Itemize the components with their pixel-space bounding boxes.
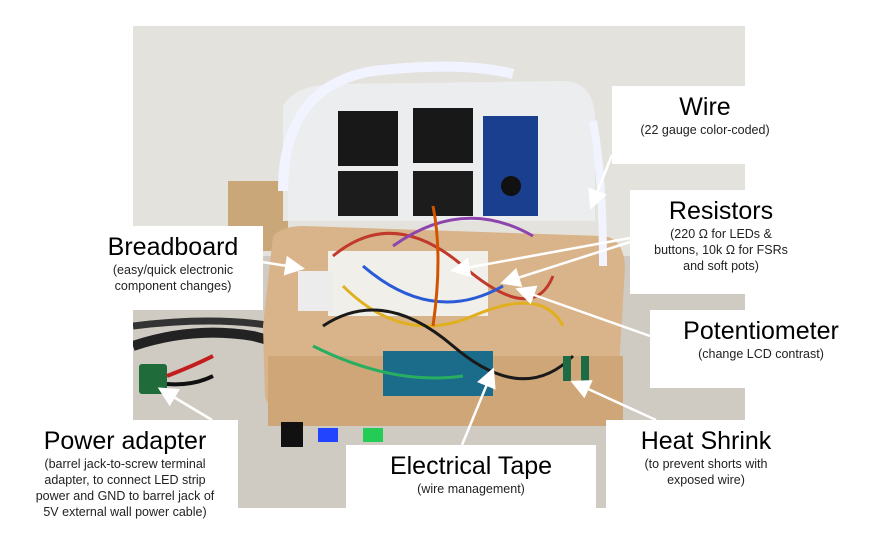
heat-shrink-title: Heat Shrink <box>640 427 772 455</box>
heat-shrink-label: Heat Shrink (to prevent shorts with expo… <box>606 420 806 510</box>
breadboard-subtitle-2: component changes) <box>114 279 232 293</box>
wire-title: Wire <box>679 93 731 121</box>
potentiometer-title: Potentiometer <box>683 317 839 345</box>
resistors-subtitle-3: and soft pots) <box>683 259 759 273</box>
breadboard-subtitle-1: (easy/quick electronic <box>112 263 234 277</box>
wire-subtitle: (22 gauge color-coded) <box>640 123 770 137</box>
power-adapter-title: Power adapter <box>43 427 207 455</box>
breadboard-label: Breadboard (easy/quick electronic compon… <box>83 226 263 310</box>
wire-label: Wire (22 gauge color-coded) <box>612 86 798 164</box>
resistors-subtitle-2: buttons, 10k Ω for FSRs <box>654 243 788 257</box>
potentiometer-subtitle: (change LCD contrast) <box>698 347 824 361</box>
resistors-subtitle-1: (220 Ω for LEDs & <box>670 227 772 241</box>
potentiometer-label: Potentiometer (change LCD contrast) <box>650 310 872 388</box>
power-adapter-subtitle-4: 5V external wall power cable) <box>43 505 207 519</box>
power-adapter-subtitle-3: power and GND to barrel jack of <box>35 489 215 503</box>
power-adapter-subtitle-2: adapter, to connect LED strip <box>44 473 206 487</box>
heat-shrink-subtitle-2: exposed wire) <box>667 473 745 487</box>
electrical-tape-title: Electrical Tape <box>389 452 553 480</box>
breadboard-title: Breadboard <box>107 233 239 261</box>
electrical-tape-label: Electrical Tape (wire management) <box>346 445 596 517</box>
resistors-title: Resistors <box>668 197 774 225</box>
heat-shrink-subtitle-1: (to prevent shorts with <box>644 457 768 471</box>
power-adapter-subtitle-1: (barrel jack-to-screw terminal <box>44 457 206 471</box>
electrical-tape-subtitle: (wire management) <box>417 482 525 496</box>
resistors-label: Resistors (220 Ω for LEDs & buttons, 10k… <box>630 190 812 294</box>
power-adapter-label: Power adapter (barrel jack-to-screw term… <box>12 420 238 544</box>
